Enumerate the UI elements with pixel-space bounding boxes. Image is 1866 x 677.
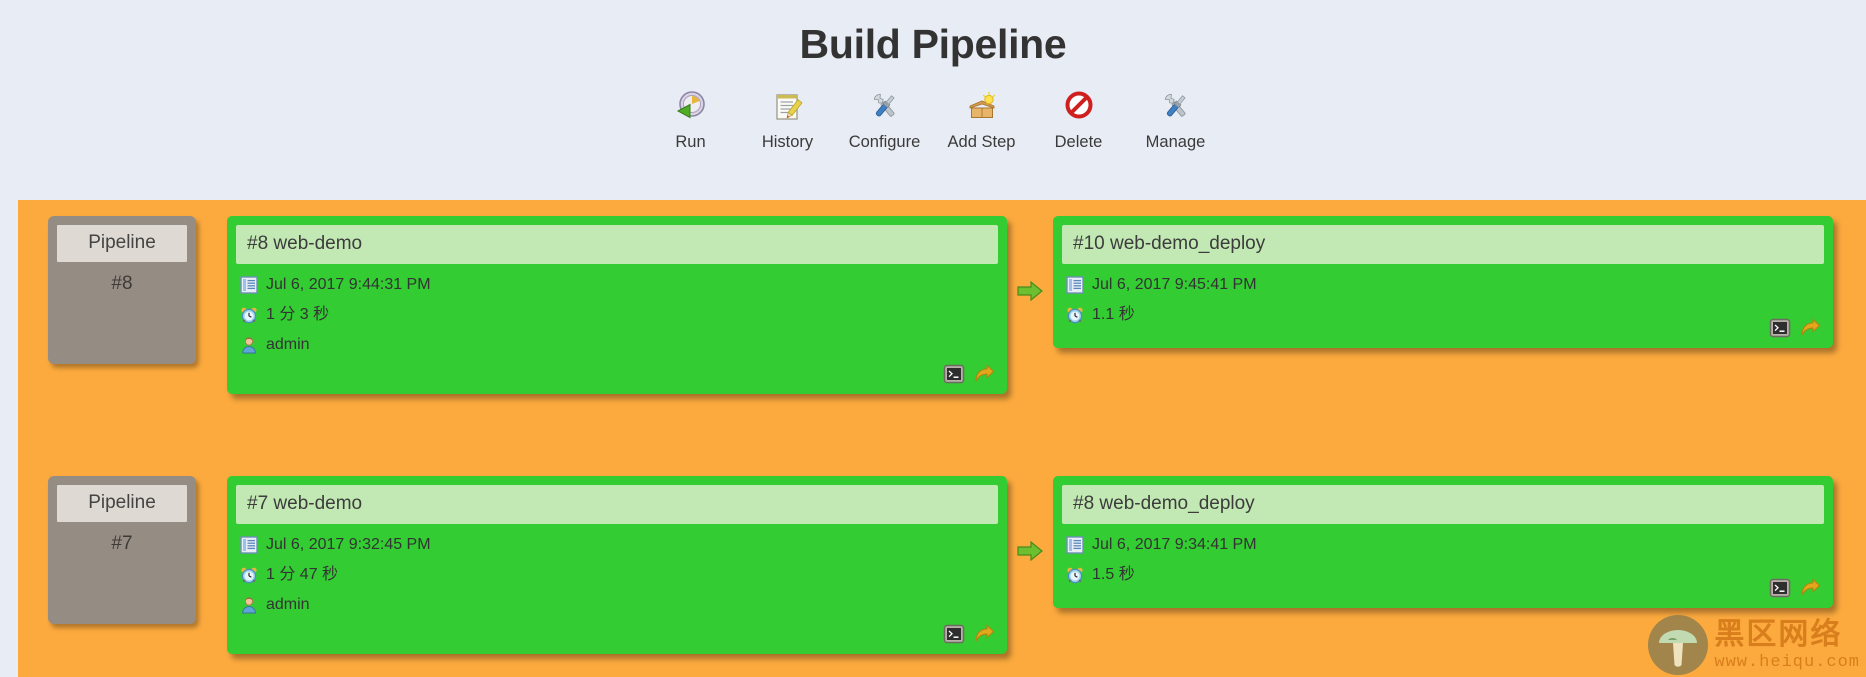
history-notepad-icon (771, 89, 805, 123)
user-icon (240, 336, 258, 354)
build-date-value: Jul 6, 2017 9:45:41 PM (1092, 276, 1257, 293)
build-stage-actions (943, 363, 995, 385)
build-stage-title: #8 web-demo (236, 225, 998, 264)
build-duration-row: 1 分 47 秒 (240, 566, 994, 584)
build-date-row: Jul 6, 2017 9:44:31 PM (240, 276, 994, 294)
pipeline-header-number: #7 (111, 533, 133, 554)
page-title: Build Pipeline (799, 21, 1067, 67)
build-stage-details: Jul 6, 2017 9:44:31 PM (236, 264, 998, 354)
build-stage-title: #7 web-demo (236, 485, 998, 524)
build-stage-card[interactable]: #10 web-demo_deploy (1053, 216, 1833, 348)
user-icon (240, 596, 258, 614)
build-duration-row: 1.1 秒 (1066, 306, 1820, 324)
build-date-value: Jul 6, 2017 9:32:45 PM (266, 536, 431, 553)
manage-wrench-icon (1159, 89, 1193, 123)
configure-wrench-icon (868, 89, 902, 123)
rerun-arrow-icon[interactable] (973, 363, 995, 385)
pipeline-panel: Pipeline #8 #8 web-demo (18, 200, 1866, 677)
build-date-value: Jul 6, 2017 9:44:31 PM (266, 276, 431, 293)
build-user-value: admin (266, 596, 310, 613)
rerun-arrow-icon[interactable] (973, 623, 995, 645)
build-stage-details: Jul 6, 2017 9:45:41 PM (1062, 264, 1824, 324)
build-stage-title: #10 web-demo_deploy (1062, 225, 1824, 264)
build-stage-title: #8 web-demo_deploy (1062, 485, 1824, 524)
toolbar-label-history: History (761, 133, 814, 152)
toolbar-label-add-step: Add Step (947, 133, 1016, 152)
build-duration-value: 1.1 秒 (1092, 306, 1135, 323)
build-date-row: Jul 6, 2017 9:45:41 PM (1066, 276, 1820, 294)
build-user-row: admin (240, 336, 994, 354)
pipeline-row: Pipeline #8 #8 web-demo (18, 216, 1866, 394)
build-date-row: Jul 6, 2017 9:32:45 PM (240, 536, 994, 554)
pipeline-row: Pipeline #7 #7 web-demo (18, 476, 1866, 654)
console-terminal-icon[interactable] (943, 363, 965, 385)
stage-connector (1007, 216, 1053, 304)
delete-forbidden-icon (1062, 89, 1096, 123)
build-stage-actions (1769, 317, 1821, 339)
build-stage-actions (943, 623, 995, 645)
toolbar-label-manage: Manage (1145, 133, 1206, 152)
log-list-icon (240, 536, 258, 554)
stage-connector (1007, 476, 1053, 564)
build-duration-row: 1 分 3 秒 (240, 306, 994, 324)
alarm-clock-icon (240, 306, 258, 324)
console-terminal-icon[interactable] (1769, 317, 1791, 339)
build-user-row: admin (240, 596, 994, 614)
build-stage-actions (1769, 577, 1821, 599)
console-terminal-icon[interactable] (1769, 577, 1791, 599)
build-stage-details: Jul 6, 2017 9:34:41 PM (1062, 524, 1824, 584)
toolbar-button-run[interactable]: Run (642, 89, 739, 152)
alarm-clock-icon (1066, 306, 1084, 324)
toolbar-button-manage[interactable]: Manage (1127, 89, 1224, 152)
rerun-arrow-icon[interactable] (1799, 317, 1821, 339)
build-stage-details: Jul 6, 2017 9:32:45 PM (236, 524, 998, 614)
build-stage-card[interactable]: #8 web-demo (227, 216, 1007, 394)
log-list-icon (1066, 536, 1084, 554)
toolbar-button-history[interactable]: History (739, 89, 836, 152)
pipeline-header-title: Pipeline (57, 225, 187, 262)
build-duration-value: 1.5 秒 (1092, 566, 1135, 583)
action-toolbar: Run (0, 89, 1866, 152)
console-terminal-icon[interactable] (943, 623, 965, 645)
pipeline-header-card[interactable]: Pipeline #8 (48, 216, 196, 364)
build-duration-value: 1 分 47 秒 (266, 566, 339, 583)
log-list-icon (240, 276, 258, 294)
pipeline-header-number: #8 (111, 273, 133, 294)
build-stage-card[interactable]: #7 web-demo (227, 476, 1007, 654)
toolbar-button-delete[interactable]: Delete (1030, 89, 1127, 152)
pipeline-header-card[interactable]: Pipeline #7 (48, 476, 196, 624)
alarm-clock-icon (1066, 566, 1084, 584)
toolbar-button-add-step[interactable]: Add Step (933, 89, 1030, 152)
run-clock-icon (674, 89, 708, 123)
pipeline-header-title: Pipeline (57, 485, 187, 522)
toolbar-label-delete: Delete (1054, 133, 1103, 152)
build-duration-row: 1.5 秒 (1066, 566, 1820, 584)
toolbar-button-configure[interactable]: Configure (836, 89, 933, 152)
log-list-icon (1066, 276, 1084, 294)
build-date-row: Jul 6, 2017 9:34:41 PM (1066, 536, 1820, 554)
build-date-value: Jul 6, 2017 9:34:41 PM (1092, 536, 1257, 553)
green-arrow-icon (1017, 280, 1043, 302)
rerun-arrow-icon[interactable] (1799, 577, 1821, 599)
alarm-clock-icon (240, 566, 258, 584)
toolbar-label-run: Run (675, 133, 706, 152)
build-user-value: admin (266, 336, 310, 353)
green-arrow-icon (1017, 540, 1043, 562)
page-header: Build Pipeline Run (0, 0, 1866, 153)
build-duration-value: 1 分 3 秒 (266, 306, 330, 323)
toolbar-label-configure: Configure (848, 133, 921, 152)
build-stage-card[interactable]: #8 web-demo_deploy (1053, 476, 1833, 608)
add-step-box-icon (965, 89, 999, 123)
